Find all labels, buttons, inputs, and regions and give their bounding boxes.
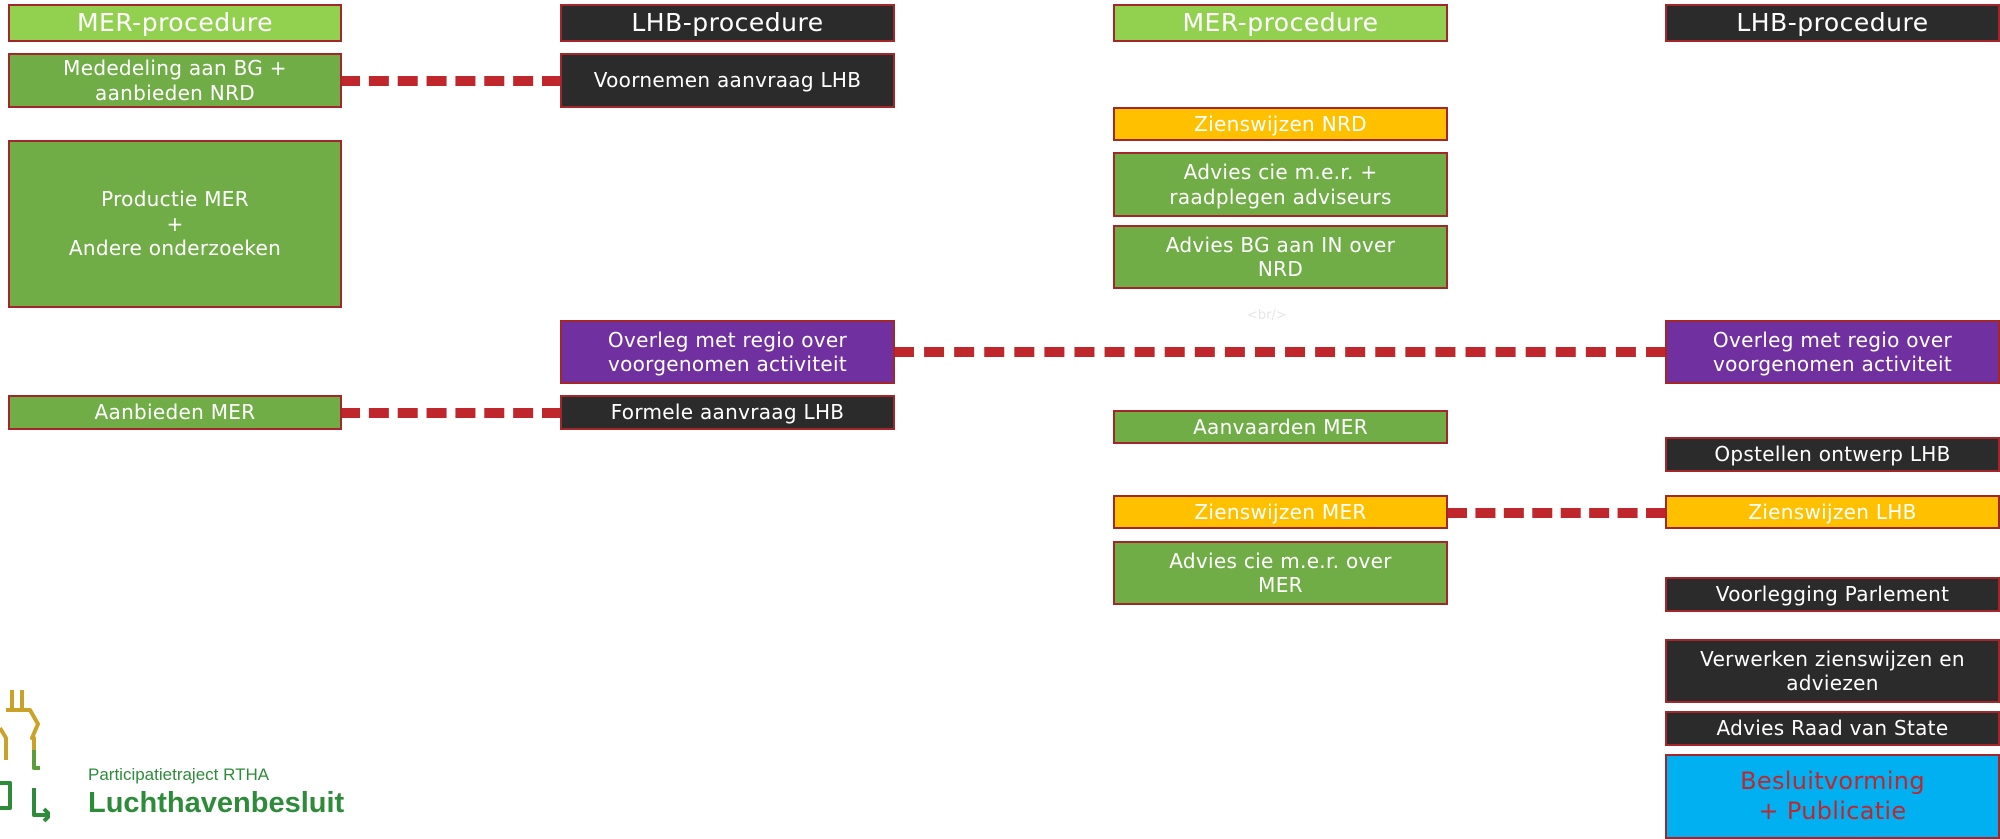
header-lhb-procedure-right: LHB-procedure — [1665, 4, 2000, 42]
step-advies-cie-mer-over-mer: Advies cie m.e.r. over MER — [1113, 541, 1448, 605]
step-aanvaarden-mer: Aanvaarden MER — [1113, 410, 1448, 444]
logo-title: Luchthavenbesluit — [88, 787, 345, 819]
header-lhb-procedure-left: LHB-procedure — [560, 4, 895, 42]
header-mer-procedure-right: MER-procedure — [1113, 4, 1448, 42]
step-opstellen-ontwerp-lhb: Opstellen ontwerp LHB — [1665, 437, 2000, 472]
step-zienswijzen-nrd: Zienswijzen NRD — [1113, 107, 1448, 141]
step-voorlegging-parlement: Voorlegging Parlement — [1665, 577, 2000, 612]
step-advies-cie-mer: Advies cie m.e.r. + raadplegen adviseurs — [1113, 152, 1448, 217]
step-advies-raad-van-state: Advies Raad van State — [1665, 711, 2000, 746]
header-mer-procedure-left: MER-procedure — [8, 4, 342, 42]
step-overleg-regio-right: Overleg met regio over voorgenomen activ… — [1665, 320, 2000, 384]
tower-logo-icon — [0, 690, 50, 823]
ghost-br-text: <br/> — [1247, 308, 1287, 323]
step-zienswijzen-mer: Zienswijzen MER — [1113, 495, 1448, 529]
step-productie-mer: Productie MER + Andere onderzoeken — [8, 140, 342, 308]
step-advies-bg-nrd: Advies BG aan IN over NRD — [1113, 225, 1448, 289]
step-zienswijzen-lhb: Zienswijzen LHB — [1665, 495, 2000, 529]
step-mededeling-aan-bg: Mededeling aan BG + aanbieden NRD — [8, 53, 342, 108]
connector-aanbieden-formele — [340, 408, 562, 418]
step-formele-aanvraag-lhb: Formele aanvraag LHB — [560, 395, 895, 430]
logo-subtitle: Participatietraject RTHA — [88, 765, 270, 784]
connector-overleg-overleg — [894, 347, 1666, 357]
step-aanbieden-mer: Aanbieden MER — [8, 395, 342, 430]
connector-zienswijzen-mer-lhb — [1447, 508, 1666, 518]
step-verwerken-zienswijzen: Verwerken zienswijzen en adviezen — [1665, 639, 2000, 703]
step-besluitvorming-publicatie: Besluitvorming + Publicatie — [1665, 754, 2000, 839]
step-overleg-regio-left: Overleg met regio over voorgenomen activ… — [560, 320, 895, 384]
step-voornemen-aanvraag-lhb: Voornemen aanvraag LHB — [560, 53, 895, 108]
connector-mededeling-voornemen — [340, 76, 562, 86]
